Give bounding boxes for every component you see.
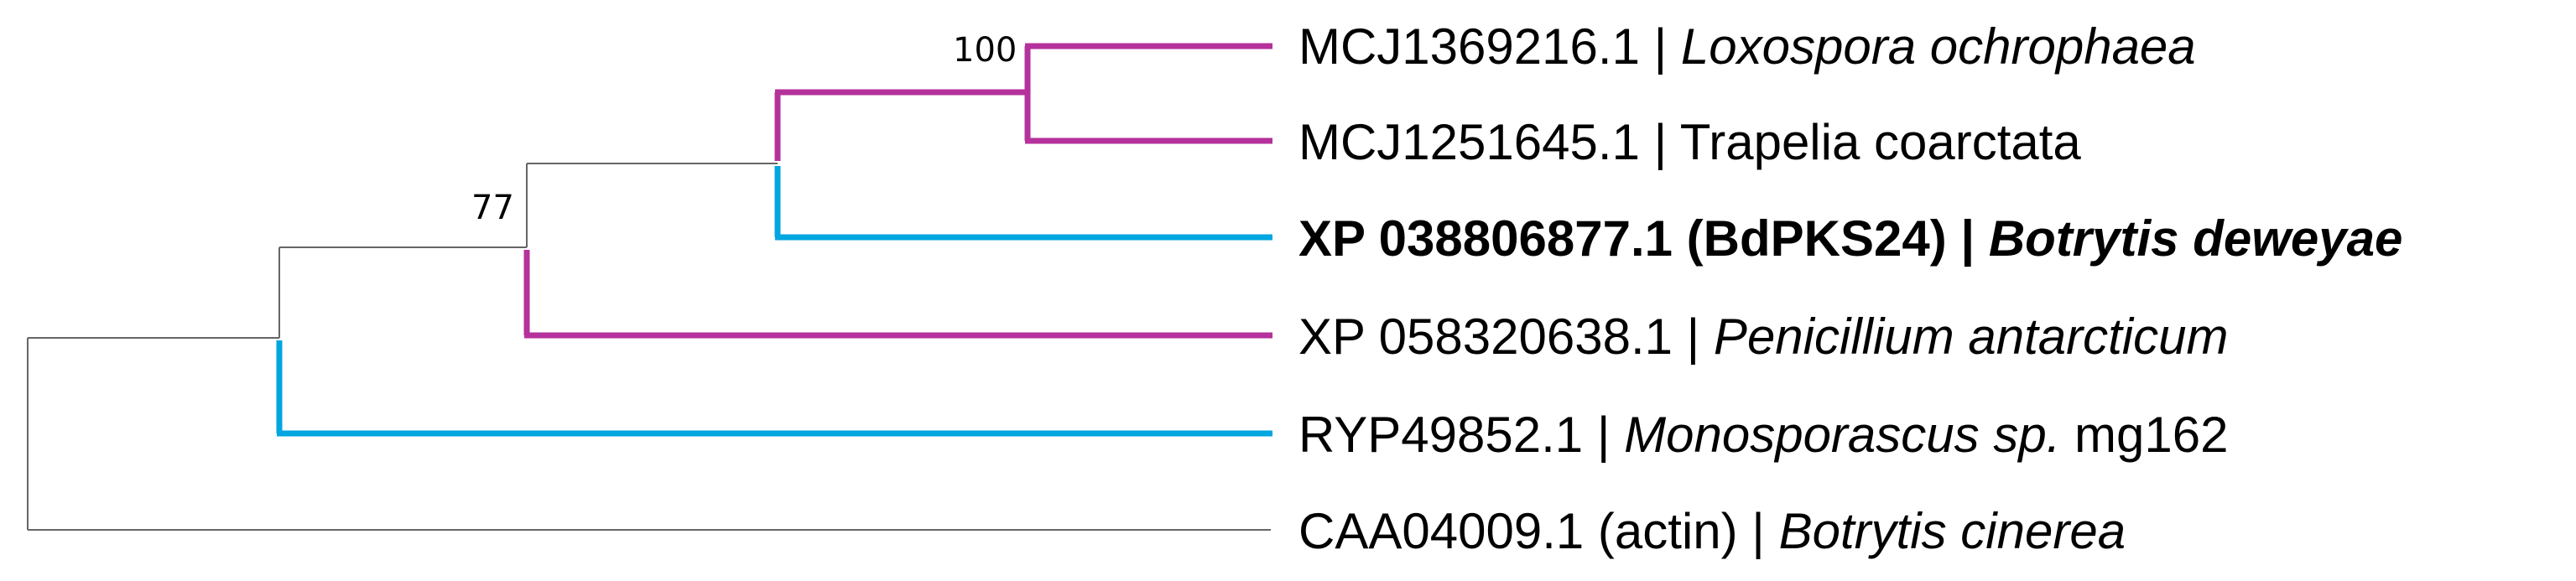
accession: MCJ1251645.1 |	[1298, 114, 1668, 170]
strain: mg162	[2074, 407, 2229, 463]
magenta-branches	[523, 43, 1272, 339]
accession: CAA04009.1 (actin) |	[1298, 503, 1765, 559]
taxon-label-loxospora: MCJ1369216.1 | Loxospora ochrophaea	[1298, 22, 2196, 72]
accession: XP 038806877.1 (BdPKS24) |	[1298, 210, 1975, 267]
species-name: Trapelia coarctata	[1679, 114, 2081, 170]
taxon-label-monosporascus: RYP49852.1 | Monosporascus sp. mg162	[1298, 410, 2229, 460]
bootstrap-77-label: 77	[471, 189, 514, 227]
accession: XP 058320638.1 |	[1298, 309, 1700, 365]
species-name: Botrytis deweyae	[1988, 210, 2403, 267]
species-name: Monosporascus sp.	[1624, 407, 2061, 463]
species-name: Botrytis cinerea	[1778, 503, 2126, 559]
taxon-label-botrytis-cinerea: CAA04009.1 (actin) | Botrytis cinerea	[1298, 506, 2126, 557]
taxon-label-penicillium: XP 058320638.1 | Penicillium antarcticum	[1298, 312, 2228, 362]
bootstrap-100-label: 100	[953, 31, 1017, 70]
taxon-label-botrytis-deweyae: XP 038806877.1 (BdPKS24) | Botrytis dewe…	[1298, 214, 2402, 264]
species-name: Loxospora ochrophaea	[1680, 18, 2196, 75]
accession: RYP49852.1 |	[1298, 407, 1611, 463]
species-name: Penicillium antarcticum	[1713, 309, 2229, 365]
gray-branches	[27, 163, 1271, 531]
cyan-branches	[276, 166, 1272, 437]
accession: MCJ1369216.1 |	[1298, 18, 1668, 75]
taxon-label-trapelia: MCJ1251645.1 | Trapelia coarctata	[1298, 117, 2081, 168]
